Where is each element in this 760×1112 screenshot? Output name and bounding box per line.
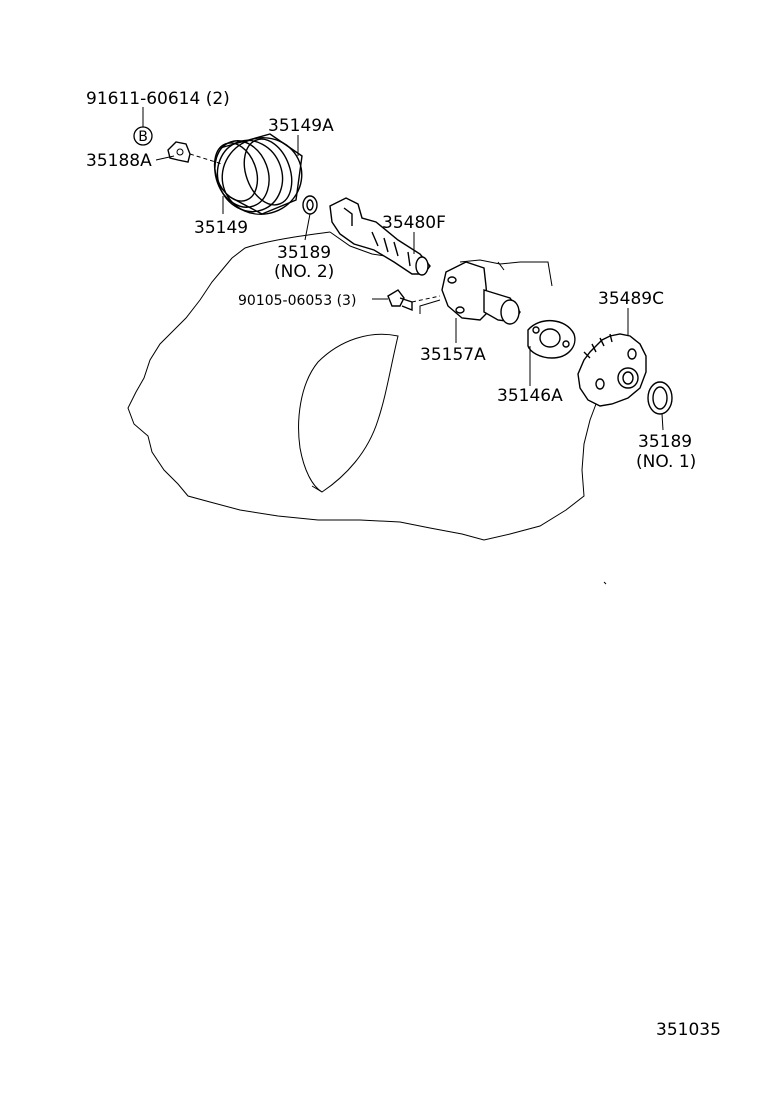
- label-91611-60614: 91611-60614 (2): [86, 89, 230, 109]
- label-35189-no2: 35189: [277, 243, 331, 263]
- label-35149: 35149: [194, 218, 248, 238]
- boot-35149: [213, 133, 303, 215]
- label-35149a: 35149A: [268, 116, 334, 136]
- label-90105-06053: 90105-06053 (3): [238, 293, 356, 309]
- transmission-case-outline: [127, 231, 611, 585]
- label-35146a: 35146A: [497, 386, 563, 406]
- label-35189-no1: 35189: [638, 432, 692, 452]
- label-35480f: 35480F: [382, 213, 446, 233]
- label-35188a: 35188A: [86, 151, 152, 171]
- shaft-35480f: [329, 197, 431, 276]
- gear-35489c: [577, 333, 647, 407]
- label-35157a: 35157A: [420, 345, 486, 365]
- plate-35146a: [527, 320, 576, 359]
- label-35189-no2-note: (NO. 2): [274, 262, 334, 282]
- ring-35189-no1: [647, 381, 673, 415]
- figure-number: 351035: [656, 1020, 721, 1040]
- clamp-35188a: [167, 141, 223, 165]
- sleeve-35157a: [441, 261, 521, 325]
- ref-b-badge: B: [133, 107, 153, 146]
- ref-b-label: B: [138, 129, 148, 145]
- leader-lines: [155, 135, 664, 431]
- ring-35189-no2: [302, 195, 318, 215]
- label-35489c: 35489C: [598, 289, 664, 309]
- label-35189-no1-note: (NO. 1): [636, 452, 696, 472]
- bolt-90105: [387, 289, 441, 312]
